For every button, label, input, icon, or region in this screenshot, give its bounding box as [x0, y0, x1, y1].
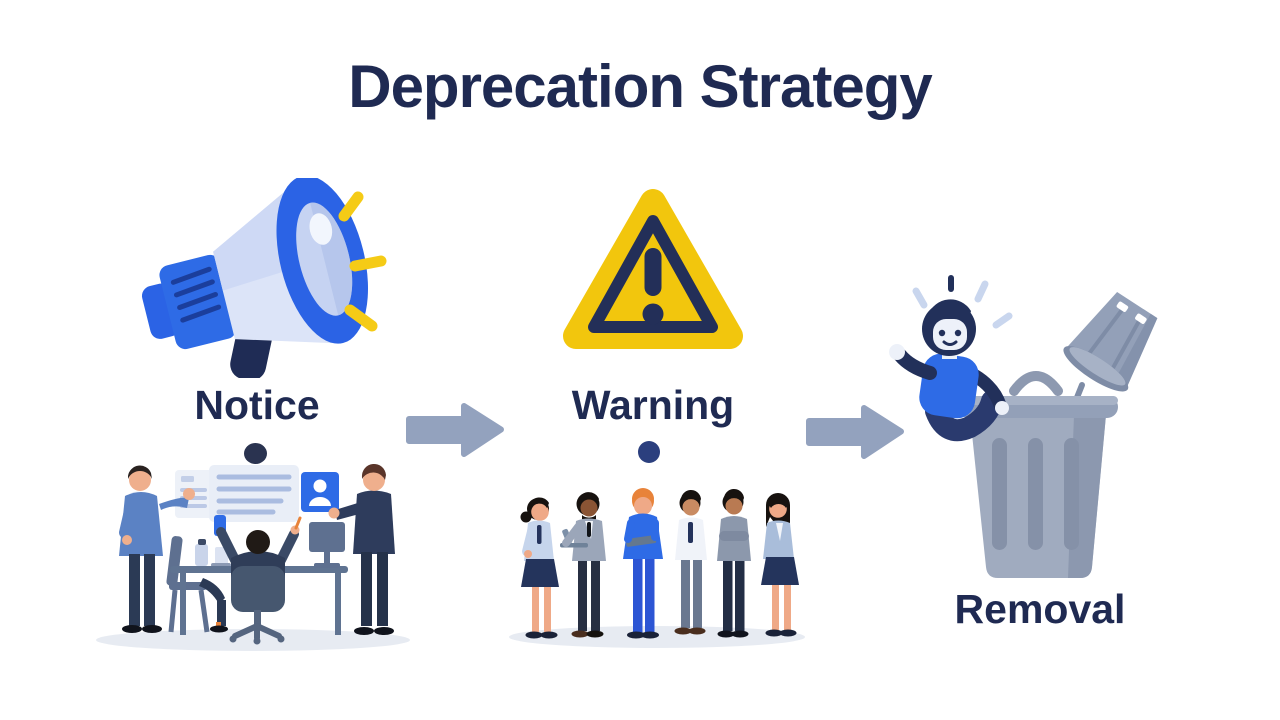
avatar-card	[301, 472, 339, 512]
suit-figure	[328, 463, 395, 635]
seated-figure	[214, 515, 302, 645]
group-person-3	[623, 488, 663, 639]
team-discussion-illustration	[509, 488, 805, 648]
side-chair	[166, 536, 228, 633]
sparkle-icon	[912, 280, 1013, 329]
stage-label-warning: Warning	[571, 382, 735, 428]
presenter-figure	[119, 465, 195, 633]
monitor	[309, 522, 345, 568]
removed-figure	[889, 299, 1009, 442]
group-person-2	[560, 492, 606, 638]
megaphone-icon	[141, 178, 387, 378]
trash-can-body	[958, 371, 1118, 578]
sound-dashes-icon	[338, 191, 387, 332]
warning-triangle-icon	[563, 189, 743, 349]
ground-shadow	[96, 629, 410, 651]
page-title: Deprecation Strategy	[348, 53, 933, 120]
stage-label-notice: Notice	[194, 382, 320, 428]
arrow-right-icon	[806, 405, 904, 459]
group-person-6	[761, 493, 799, 637]
presentation-cards	[175, 465, 339, 522]
stage-label-removal: Removal	[954, 586, 1126, 632]
team-presentation-illustration	[96, 463, 410, 651]
group-person-1	[520, 497, 559, 639]
arrow-right-icon	[406, 403, 504, 457]
trash-can-icon	[889, 275, 1158, 578]
group-person-5	[717, 488, 751, 638]
trash-lid	[1063, 291, 1158, 392]
group-person-4	[674, 489, 707, 635]
stage-dot-notice	[244, 443, 267, 464]
stage-dot-warning	[638, 441, 660, 463]
